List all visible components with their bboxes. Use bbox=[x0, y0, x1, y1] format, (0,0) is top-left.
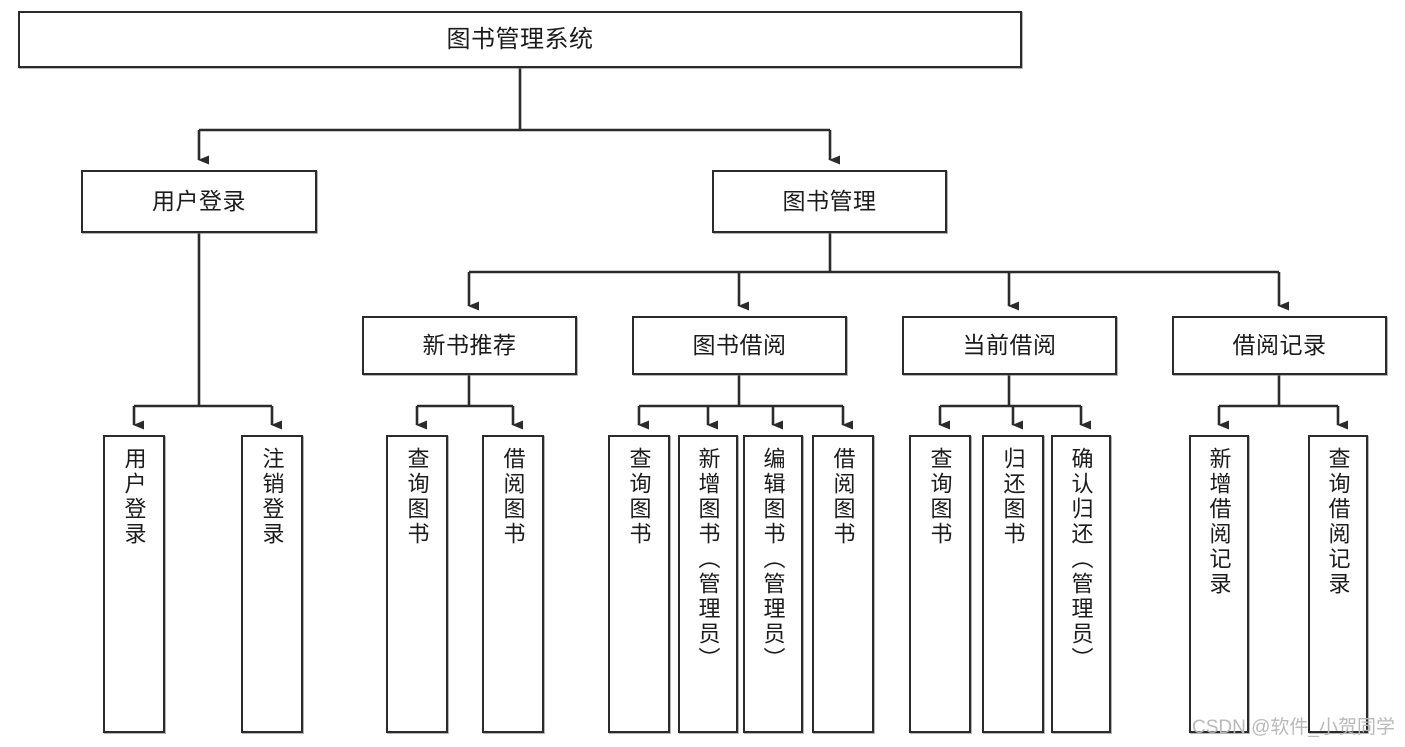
node-leaf-add-book-admin[interactable]: 新增图书（管理员） bbox=[678, 435, 738, 733]
node-book-manage[interactable]: 图书管理 bbox=[712, 170, 947, 233]
node-new-book-recommend[interactable]: 新书推荐 bbox=[362, 316, 577, 375]
node-label: 用户登录 bbox=[152, 188, 246, 215]
csdn-watermark: CSDN @软件_小贺同学 bbox=[1192, 717, 1395, 738]
node-label: 确认归还（管理员） bbox=[1068, 447, 1094, 672]
node-label: 当前借阅 bbox=[962, 332, 1057, 359]
node-label: 借阅图书 bbox=[830, 447, 856, 547]
edges-level1-to-level2 bbox=[197, 68, 840, 165]
node-label: 图书管理 bbox=[782, 188, 877, 215]
node-leaf-query-book-3[interactable]: 查询图书 bbox=[909, 435, 971, 733]
node-label: 新增图书（管理员） bbox=[695, 447, 721, 672]
node-current-borrow[interactable]: 当前借阅 bbox=[902, 316, 1117, 375]
node-root-system[interactable]: 图书管理系统 bbox=[18, 11, 1022, 68]
node-label: 查询图书 bbox=[626, 447, 652, 547]
node-leaf-return-book[interactable]: 归还图书 bbox=[982, 435, 1044, 733]
node-leaf-query-book-1[interactable]: 查询图书 bbox=[386, 435, 448, 733]
edges-user-login-to-leaves bbox=[132, 233, 282, 430]
node-label: 归还图书 bbox=[1000, 447, 1026, 547]
node-label: 借阅记录 bbox=[1232, 332, 1327, 359]
node-leaf-borrow-book-1[interactable]: 借阅图书 bbox=[482, 435, 544, 733]
node-leaf-logout[interactable]: 注销登录 bbox=[241, 435, 303, 733]
node-label: 图书借阅 bbox=[692, 332, 787, 359]
node-label: 编辑图书（管理员） bbox=[760, 447, 786, 672]
node-leaf-add-borrow-record[interactable]: 新增借阅记录 bbox=[1189, 435, 1249, 733]
node-label: 查询借阅记录 bbox=[1325, 447, 1351, 597]
node-label: 图书管理系统 bbox=[446, 25, 594, 53]
node-borrow-record[interactable]: 借阅记录 bbox=[1172, 316, 1387, 375]
node-label: 查询图书 bbox=[404, 447, 430, 547]
node-leaf-query-book-2[interactable]: 查询图书 bbox=[608, 435, 670, 733]
node-label: 查询图书 bbox=[927, 447, 953, 547]
node-label: 借阅图书 bbox=[500, 447, 526, 547]
edges-new-book-rec-to-leaves bbox=[415, 375, 523, 430]
node-label: 新书推荐 bbox=[422, 332, 517, 359]
edges-book-manage-to-level3 bbox=[467, 233, 1289, 311]
node-user-login[interactable]: 用户登录 bbox=[81, 170, 317, 233]
node-leaf-borrow-book-2[interactable]: 借阅图书 bbox=[812, 435, 874, 733]
node-leaf-query-borrow-record[interactable]: 查询借阅记录 bbox=[1308, 435, 1368, 733]
node-leaf-confirm-return-admin[interactable]: 确认归还（管理员） bbox=[1051, 435, 1111, 733]
node-leaf-user-login[interactable]: 用户登录 bbox=[103, 435, 165, 733]
node-label: 注销登录 bbox=[259, 447, 285, 547]
node-leaf-edit-book-admin[interactable]: 编辑图书（管理员） bbox=[743, 435, 803, 733]
node-label: 新增借阅记录 bbox=[1206, 447, 1232, 597]
edges-book-borrow-to-leaves bbox=[637, 375, 853, 430]
node-book-borrow[interactable]: 图书借阅 bbox=[632, 316, 847, 375]
edges-current-borrow-to-leaves bbox=[938, 375, 1091, 430]
node-label: 用户登录 bbox=[121, 447, 147, 547]
edges-borrow-record-to-leaves bbox=[1217, 375, 1348, 430]
